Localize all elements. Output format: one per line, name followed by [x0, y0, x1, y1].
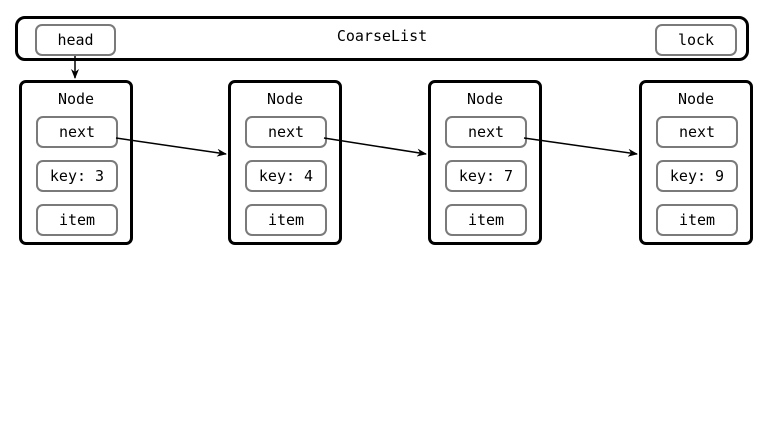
coarse-list-title: CoarseList [336, 27, 428, 45]
coarse-list-container: CoarseList [15, 16, 749, 61]
node-next-field: next [36, 116, 118, 148]
node-3: Node next key: 7 item [428, 80, 542, 245]
node-title: Node [266, 90, 304, 108]
node-item-field: item [445, 204, 527, 236]
node-key-field: key: 4 [245, 160, 327, 192]
node-title: Node [677, 90, 715, 108]
node-next-field: next [245, 116, 327, 148]
node-next-field: next [656, 116, 738, 148]
node-1: Node next key: 3 item [19, 80, 133, 245]
node-title: Node [466, 90, 504, 108]
node-key-field: key: 7 [445, 160, 527, 192]
lock-field: lock [655, 24, 737, 56]
node-item-field: item [245, 204, 327, 236]
node-key-field: key: 3 [36, 160, 118, 192]
node-next-field: next [445, 116, 527, 148]
node-2: Node next key: 4 item [228, 80, 342, 245]
node-title: Node [57, 90, 95, 108]
node-item-field: item [656, 204, 738, 236]
node-key-field: key: 9 [656, 160, 738, 192]
node-4: Node next key: 9 item [639, 80, 753, 245]
node-item-field: item [36, 204, 118, 236]
head-field: head [35, 24, 116, 56]
